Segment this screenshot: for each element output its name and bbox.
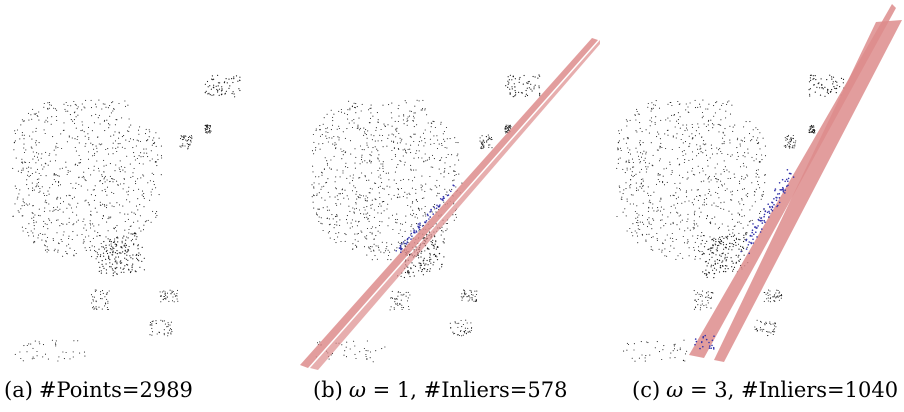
caption-c: (c)ω = 3, #Inliers=1040 xyxy=(632,378,899,402)
caption-b-text: #Inliers=578 xyxy=(423,378,568,402)
omega-symbol-b: ω xyxy=(348,378,366,402)
panel-c: (c)ω = 3, #Inliers=1040 xyxy=(604,0,904,402)
omega-value-c: 3 xyxy=(714,378,728,402)
omega-symbol-c: ω xyxy=(666,378,684,402)
caption-a: (a)#Points=2989 xyxy=(4,378,193,402)
point-cloud-a xyxy=(12,74,241,362)
panel-b: (b)ω = 1, #Inliers=578 xyxy=(300,0,600,402)
point-cloud-c xyxy=(616,4,902,362)
caption-c-label: (c) xyxy=(632,378,661,402)
panel-a: (a)#Points=2989 xyxy=(0,0,300,402)
caption-b-label: (b) xyxy=(313,378,343,402)
caption-c-text: #Inliers=1040 xyxy=(740,378,899,402)
point-cloud-points xyxy=(616,74,845,362)
point-cloud-b xyxy=(300,38,600,370)
caption-b: (b)ω = 1, #Inliers=578 xyxy=(313,378,568,402)
point-cloud-points xyxy=(12,74,241,362)
caption-a-label: (a) xyxy=(4,378,33,402)
caption-a-text: #Points=2989 xyxy=(38,378,193,402)
fitted-plane xyxy=(300,38,598,368)
fitted-plane xyxy=(310,40,600,370)
omega-value-b: 1 xyxy=(396,378,411,402)
fitted-plane xyxy=(714,20,902,362)
